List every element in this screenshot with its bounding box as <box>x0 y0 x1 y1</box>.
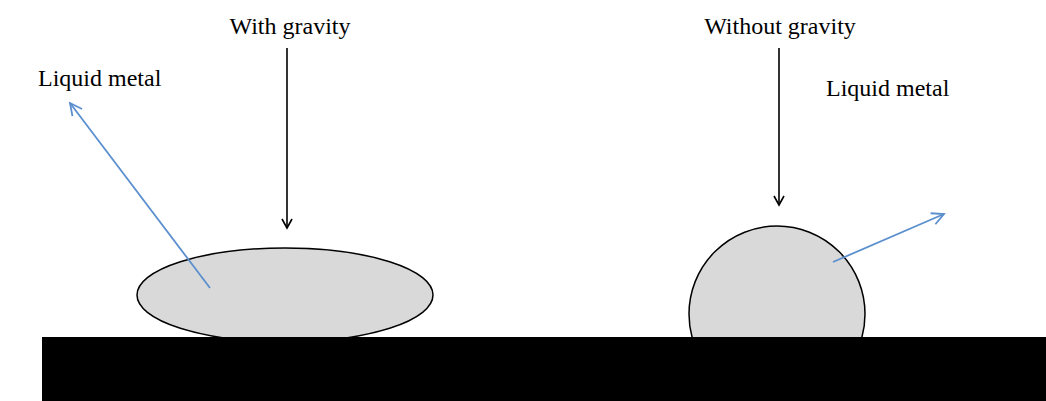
gravity-arrow <box>778 48 780 205</box>
part-label: Liquid metal <box>38 64 161 92</box>
leader-arrow <box>833 214 944 262</box>
flattened-droplet <box>137 248 433 337</box>
leader-arrow <box>70 103 210 288</box>
gravity-arrow <box>286 48 288 228</box>
caption-label: Without gravity <box>704 12 856 40</box>
substrate <box>42 337 1046 401</box>
part-label: Liquid metal <box>826 74 949 102</box>
caption-label: With gravity <box>229 12 350 40</box>
spherical-droplet <box>689 226 865 337</box>
